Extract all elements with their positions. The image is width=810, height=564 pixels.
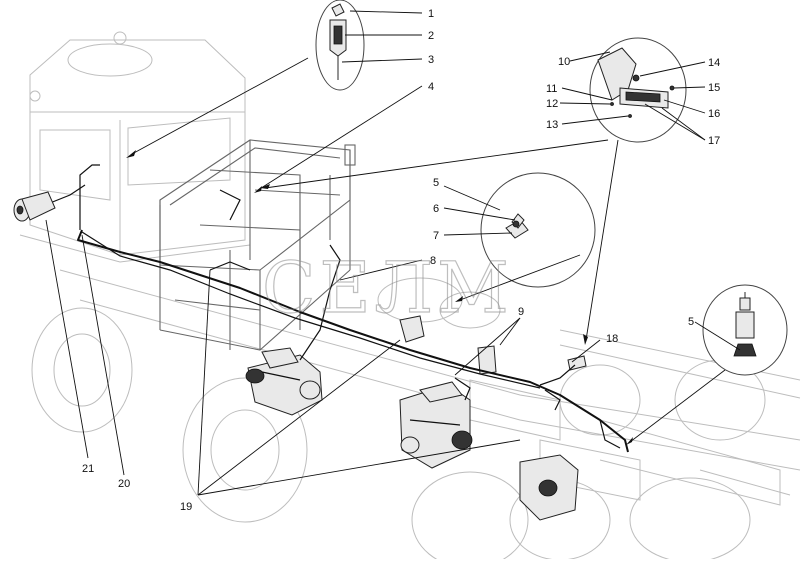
callout-c3: 3: [428, 54, 434, 66]
callout-c16: 16: [708, 108, 720, 120]
leader-lines: [45, 10, 741, 496]
platform-frame: [159, 139, 356, 351]
callout-c10: 10: [558, 56, 570, 68]
watermark-text: СЕЛМ: [262, 247, 513, 329]
truck-cab-ghost: [19, 31, 251, 263]
detail-inset-top-clip: [315, 0, 365, 91]
callout-c18: 18: [606, 333, 618, 345]
rear-axle-unit: [519, 454, 579, 521]
callout-c15: 15: [708, 82, 720, 94]
callout-c5b: 5: [688, 316, 694, 328]
truck-chassis-ghost: [59, 269, 801, 506]
callout-c9: 9: [518, 306, 524, 318]
transfer-case-left: [245, 347, 323, 416]
detail-inset-light: [589, 37, 687, 143]
callout-c19: 19: [180, 501, 192, 513]
main-wiring-harness: [44, 164, 629, 453]
callout-c11: 11: [546, 83, 557, 95]
callout-c13: 13: [546, 119, 558, 131]
callout-c12: 12: [546, 98, 558, 110]
callout-c1: 1: [428, 8, 434, 20]
callout-c20: 20: [118, 478, 130, 490]
callout-c5a: 5: [433, 177, 439, 189]
callout-c21: 21: [82, 463, 94, 475]
callout-c14: 14: [708, 57, 720, 69]
callout-c6: 6: [433, 203, 439, 215]
detail-inset-sensor: [480, 172, 596, 288]
callout-c7: 7: [433, 230, 439, 242]
callout-c17: 17: [708, 135, 720, 147]
callout-c4: 4: [428, 81, 434, 93]
beacon-lamp: [13, 191, 56, 222]
detail-inset-switch: [702, 284, 788, 376]
callout-c8: 8: [430, 255, 436, 267]
transfer-case-right: [399, 381, 473, 469]
callout-c2: 2: [428, 30, 434, 42]
